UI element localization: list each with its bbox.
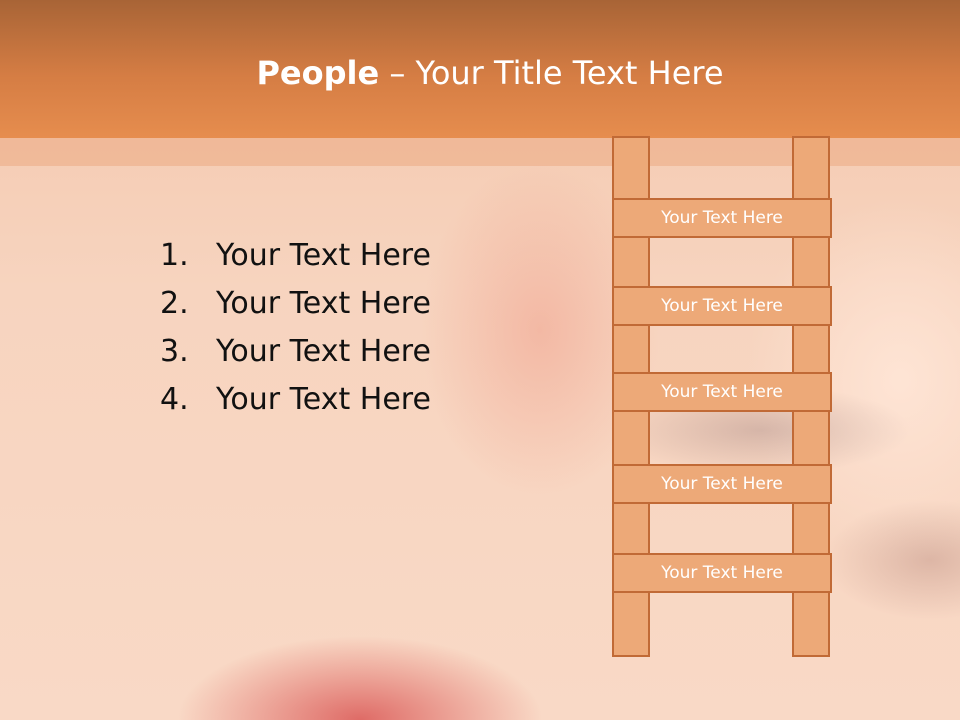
list-item-number: 4. xyxy=(160,382,189,417)
title-header-bar: People – Your Title Text Here xyxy=(0,0,960,138)
title-rest-part: Your Title Text Here xyxy=(415,54,724,92)
list-item-text: Your Text Here xyxy=(216,286,431,321)
ladder-rung-2[interactable]: Your Text Here xyxy=(612,286,832,326)
ladder-rung-1[interactable]: Your Text Here xyxy=(612,198,832,238)
list-item-number: 2. xyxy=(160,286,189,321)
list-item: 3. Your Text Here xyxy=(160,328,431,376)
list-item: 2. Your Text Here xyxy=(160,280,431,328)
list-item-number: 1. xyxy=(160,238,189,273)
list-item: 1. Your Text Here xyxy=(160,232,431,280)
numbered-list[interactable]: 1. Your Text Here 2. Your Text Here 3. Y… xyxy=(160,232,431,424)
ladder-rung-5[interactable]: Your Text Here xyxy=(612,553,832,593)
list-item-text: Your Text Here xyxy=(216,238,431,273)
title-bold-part: People xyxy=(256,54,380,92)
ladder-rung-4[interactable]: Your Text Here xyxy=(612,464,832,504)
list-item-text: Your Text Here xyxy=(216,334,431,369)
slide-title[interactable]: People – Your Title Text Here xyxy=(0,54,960,92)
title-separator: – xyxy=(379,54,416,92)
list-item-text: Your Text Here xyxy=(216,382,431,417)
list-item-number: 3. xyxy=(160,334,189,369)
list-item: 4. Your Text Here xyxy=(160,376,431,424)
ladder-rung-3[interactable]: Your Text Here xyxy=(612,372,832,412)
